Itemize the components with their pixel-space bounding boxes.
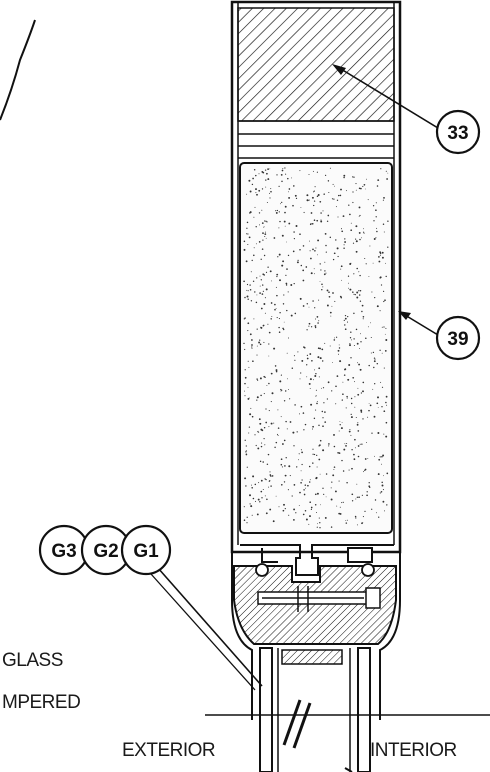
panel-frame: [230, 0, 402, 554]
callout-g1: G1: [120, 524, 172, 576]
callout-g3-text: G3: [51, 541, 76, 562]
partial-arc-line: [0, 19, 36, 121]
speckled-core: [239, 162, 393, 534]
callout-39: 39: [435, 315, 481, 361]
callout-g2: G2: [80, 524, 132, 576]
callout-g2-text: G2: [93, 541, 118, 562]
band-lines: [238, 120, 394, 159]
label-interior: INTERIOR: [370, 740, 457, 761]
callout-g1-text: G1: [133, 541, 159, 562]
callout-33-text: 33: [447, 123, 468, 144]
hatched-block: [237, 7, 395, 122]
callout-39-text: 39: [447, 329, 468, 350]
leader-33: [335, 65, 439, 129]
break-symbol: [282, 699, 312, 749]
frame-profile: [231, 544, 401, 720]
screw: [257, 586, 381, 612]
leader-g: [157, 567, 263, 687]
arrow-stub: [344, 767, 353, 772]
leader-g-b: [150, 573, 256, 691]
callout-33: 33: [435, 109, 481, 155]
leader-39-arrowhead: [398, 311, 411, 320]
gasket-right: [361, 563, 375, 577]
callout-g3: G3: [38, 524, 90, 576]
spacer-hatch: [281, 649, 343, 665]
label-glass: GLASS: [2, 650, 63, 671]
glass-panes: [259, 647, 371, 772]
gasket-left: [255, 563, 269, 577]
leader-33-arrowhead: [332, 64, 346, 75]
label-tempered: MPERED: [2, 692, 81, 713]
label-exterior: EXTERIOR: [122, 740, 216, 761]
speckle-fill: [243, 167, 389, 529]
